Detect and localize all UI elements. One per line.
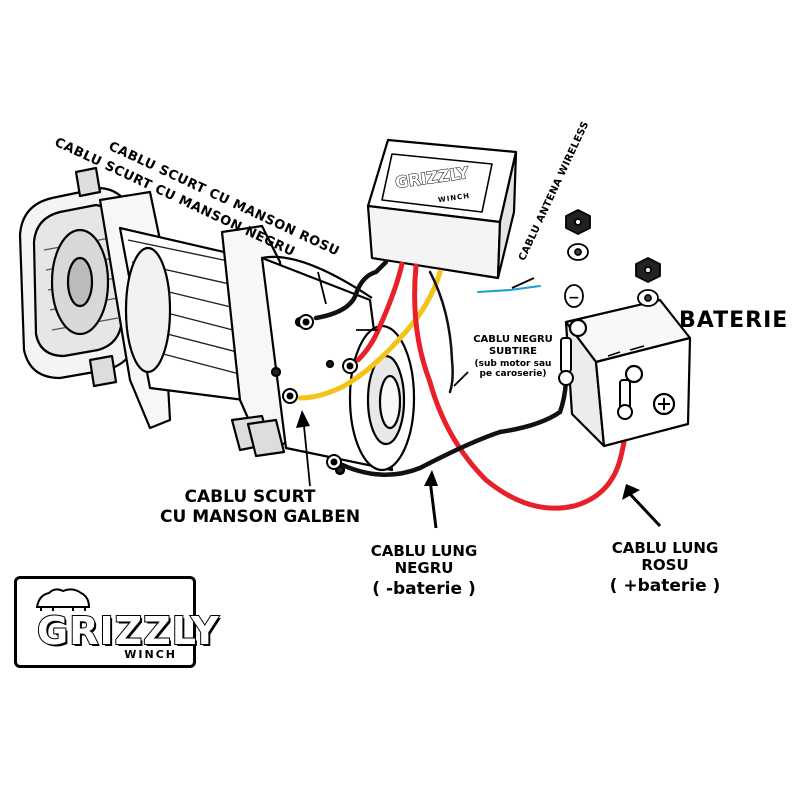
red-short-cable <box>355 261 405 363</box>
label-negru-lung-line1: CABLU LUNG <box>370 542 478 560</box>
arrows <box>296 410 662 529</box>
bear-icon <box>35 588 91 611</box>
label-negru-lung-line2: NEGRU <box>394 559 454 578</box>
battery <box>564 298 692 448</box>
control-box <box>366 138 518 280</box>
ring-terminals <box>282 314 358 470</box>
antenna-wire <box>477 285 541 293</box>
black-short-cable <box>313 259 389 321</box>
label-cablu-lung-negru: CABLU LUNG NEGRU ( -baterie ) <box>356 542 492 599</box>
label-galben-line2: CU MANSON GALBEN <box>160 506 361 527</box>
leader-lines <box>303 271 535 487</box>
label-negru-lung-sign: ( -baterie ) <box>372 578 476 599</box>
thin-black-cable <box>428 270 454 394</box>
label-cablu-lung-rosu: CABLU LUNG ROSU ( +baterie ) <box>597 539 733 596</box>
label-rosu-lung-line2: ROSU <box>641 556 689 575</box>
label-baterie: BATERIE <box>679 308 789 333</box>
battery-terminals <box>558 337 633 420</box>
label-galben-line1: CABLU SCURT <box>184 487 316 507</box>
black-long-cable <box>333 353 569 477</box>
label-rosu-lung-line1: CABLU LUNG <box>611 539 719 557</box>
winch <box>18 166 416 476</box>
grizzly-logo: GRIZZLY WINCH <box>14 576 220 668</box>
loose-nuts <box>564 208 661 308</box>
label-cablu-negru-subtire: CABLU NEGRU SUBTIRE (sub motor sau pe ca… <box>470 334 556 380</box>
minus-symbol: − <box>568 290 580 306</box>
logo-word: GRIZZLY <box>36 608 220 654</box>
label-cablu-negru-subtire-title: CABLU NEGRU SUBTIRE <box>473 334 553 357</box>
label-cablu-scurt-galben: CABLU SCURT CU MANSON GALBEN <box>160 487 361 527</box>
red-long-cable <box>412 263 631 511</box>
logo-sub: WINCH <box>124 648 177 661</box>
label-cablu-negru-subtire-note: (sub motor sau pe caroserie) <box>474 359 552 380</box>
yellow-short-cable <box>297 269 443 401</box>
label-rosu-lung-sign: ( +baterie ) <box>609 575 721 596</box>
